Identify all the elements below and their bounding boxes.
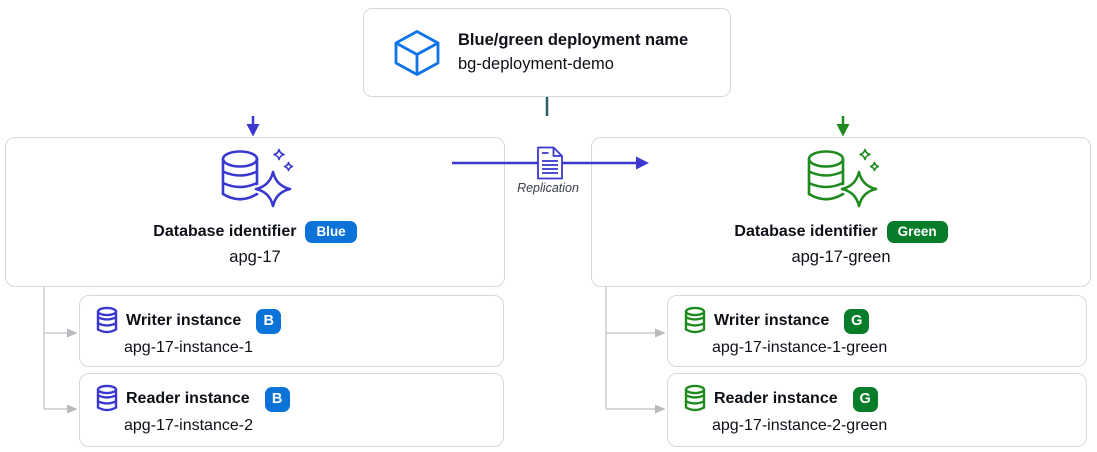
blue-db-title-row: Database identifier Blue xyxy=(153,221,357,243)
aurora-database-icon xyxy=(221,148,294,208)
cube-icon xyxy=(394,29,440,76)
green-db-title: Database identifier xyxy=(734,222,878,240)
row: Writer instance B xyxy=(95,306,503,335)
green-writer-instance-node: Writer instance G apg-17-instance-1-gree… xyxy=(667,295,1087,367)
blue-db-name: apg-17 xyxy=(229,247,281,266)
instance-name: apg-17-instance-1-green xyxy=(712,339,888,356)
blue-badge: Blue xyxy=(305,221,357,243)
deployment-title: Blue/green deployment name xyxy=(458,31,689,49)
green-database-node: Database identifier Green apg-17-green xyxy=(591,137,1091,287)
blue-b-badge: B xyxy=(256,308,282,334)
database-instance-icon xyxy=(684,384,706,412)
replication-label: Replication xyxy=(517,181,579,195)
instance-name: apg-17-instance-2-green xyxy=(712,417,888,434)
instance-title: Reader instance xyxy=(126,390,250,407)
green-down-arrowhead xyxy=(836,124,850,137)
blue-writer-arrowhead xyxy=(67,328,78,338)
green-g-badge: G xyxy=(844,308,870,334)
row: Reader instance G xyxy=(683,384,1086,413)
green-reader-instance-node: Reader instance G apg-17-instance-2-gree… xyxy=(667,373,1087,447)
instance-name: apg-17-instance-1 xyxy=(124,339,253,356)
deployment-text: Blue/green deployment name bg-deployment… xyxy=(458,30,688,75)
database-instance-icon xyxy=(684,306,706,334)
aurora-database-icon xyxy=(807,148,880,208)
green-db-title-row: Database identifier Green xyxy=(734,221,948,243)
instance-name: apg-17-instance-2 xyxy=(124,417,253,434)
deployment-node: Blue/green deployment name bg-deployment… xyxy=(363,8,731,97)
document-icon xyxy=(537,146,563,180)
green-badge: Green xyxy=(886,221,948,243)
blue-writer-instance-node: Writer instance B apg-17-instance-1 xyxy=(79,295,504,367)
replication-doc xyxy=(535,146,565,185)
green-g-badge: G xyxy=(852,386,878,412)
deployment-name: bg-deployment-demo xyxy=(458,55,614,73)
blue-reader-arrowhead xyxy=(67,404,78,414)
database-instance-icon xyxy=(96,306,118,334)
green-writer-arrowhead xyxy=(655,328,666,338)
green-reader-arrowhead xyxy=(655,404,666,414)
row: Writer instance G xyxy=(683,306,1086,335)
instance-title: Reader instance xyxy=(714,390,838,407)
green-db-name: apg-17-green xyxy=(791,247,891,266)
blue-database-node: Database identifier Blue apg-17 xyxy=(5,137,505,287)
instance-title: Writer instance xyxy=(126,312,242,329)
blue-b-badge: B xyxy=(264,386,290,412)
row: Reader instance B xyxy=(95,384,503,413)
database-instance-icon xyxy=(96,384,118,412)
instance-title: Writer instance xyxy=(714,312,830,329)
blue-db-title: Database identifier xyxy=(153,222,297,240)
blue-reader-instance-node: Reader instance B apg-17-instance-2 xyxy=(79,373,504,447)
blue-down-arrowhead xyxy=(246,124,260,137)
